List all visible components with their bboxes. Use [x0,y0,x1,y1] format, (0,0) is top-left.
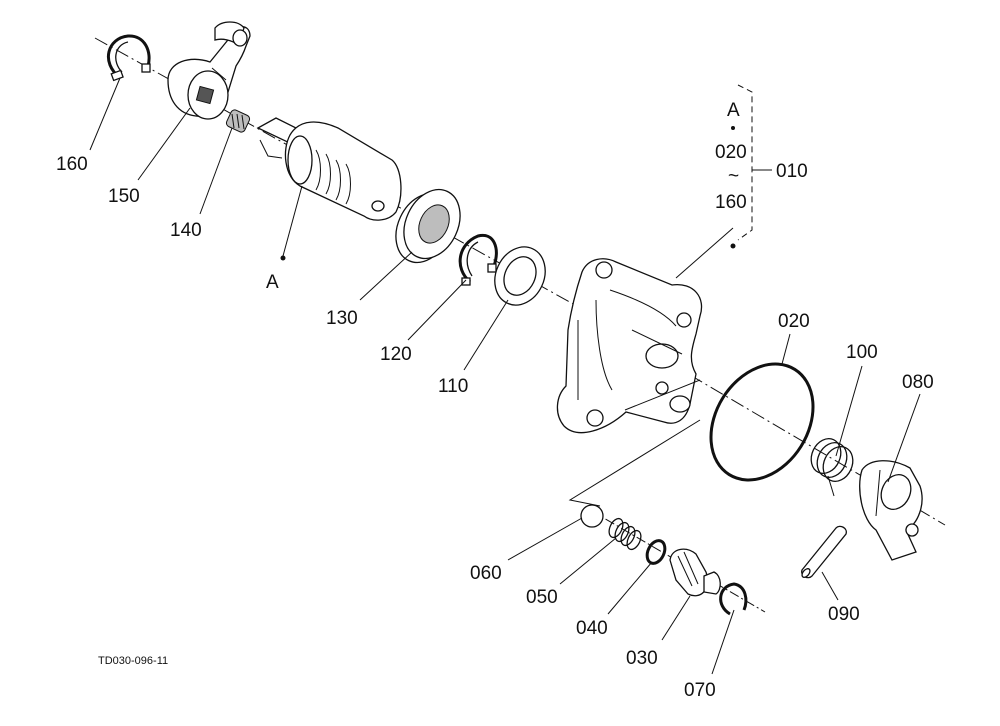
callout-050: 050 [526,587,558,608]
washer-110 [494,246,546,306]
shaft-a [256,117,402,221]
callout-130: 130 [326,308,358,329]
callout-080: 080 [902,372,934,393]
assembly-range-end: 160 [715,192,747,213]
callout-140: 140 [170,220,202,241]
assembly-marker-a: A [727,100,740,121]
plug-030 [669,548,721,597]
detail-leader [568,419,701,507]
spring-100 [810,437,854,497]
callout-160: 160 [56,154,88,175]
circlip-160 [107,34,151,82]
assembly-bracket [737,84,753,241]
ball-060 [580,504,604,528]
lever-150 [167,21,251,120]
circlip-070 [719,582,748,616]
callout-010: 010 [776,161,808,182]
o-ring-040 [645,539,667,565]
callout-040: 040 [576,618,608,639]
assembly-range-tilde: ~ [728,166,739,187]
lever-080 [859,460,923,561]
circlip-120 [458,233,498,286]
marker-a-dot [280,255,286,261]
callout-120: 120 [380,344,412,365]
assembly-dot-160 [730,243,736,249]
bearing-130 [395,188,461,264]
assembly-range-start: 020 [715,142,747,163]
callout-150: 150 [108,186,140,207]
callout-110: 110 [438,376,468,397]
set-screw-140 [225,109,251,133]
callout-090: 090 [828,604,860,625]
assembly-dot-a [731,126,735,130]
callout-100: 100 [846,342,878,363]
valve-subaxis-line [589,509,766,613]
leader-lines [89,77,921,675]
callout-020: 020 [778,311,810,332]
diagram-id: TD030-096-11 [98,655,168,667]
pin-090 [801,525,847,579]
spring-050 [608,517,642,551]
callout-030: 030 [626,648,658,669]
o-ring-020 [709,362,815,482]
callout-070: 070 [684,680,716,701]
callout-060: 060 [470,563,502,584]
pump-housing [556,258,703,434]
marker-a-label: A [266,272,279,293]
